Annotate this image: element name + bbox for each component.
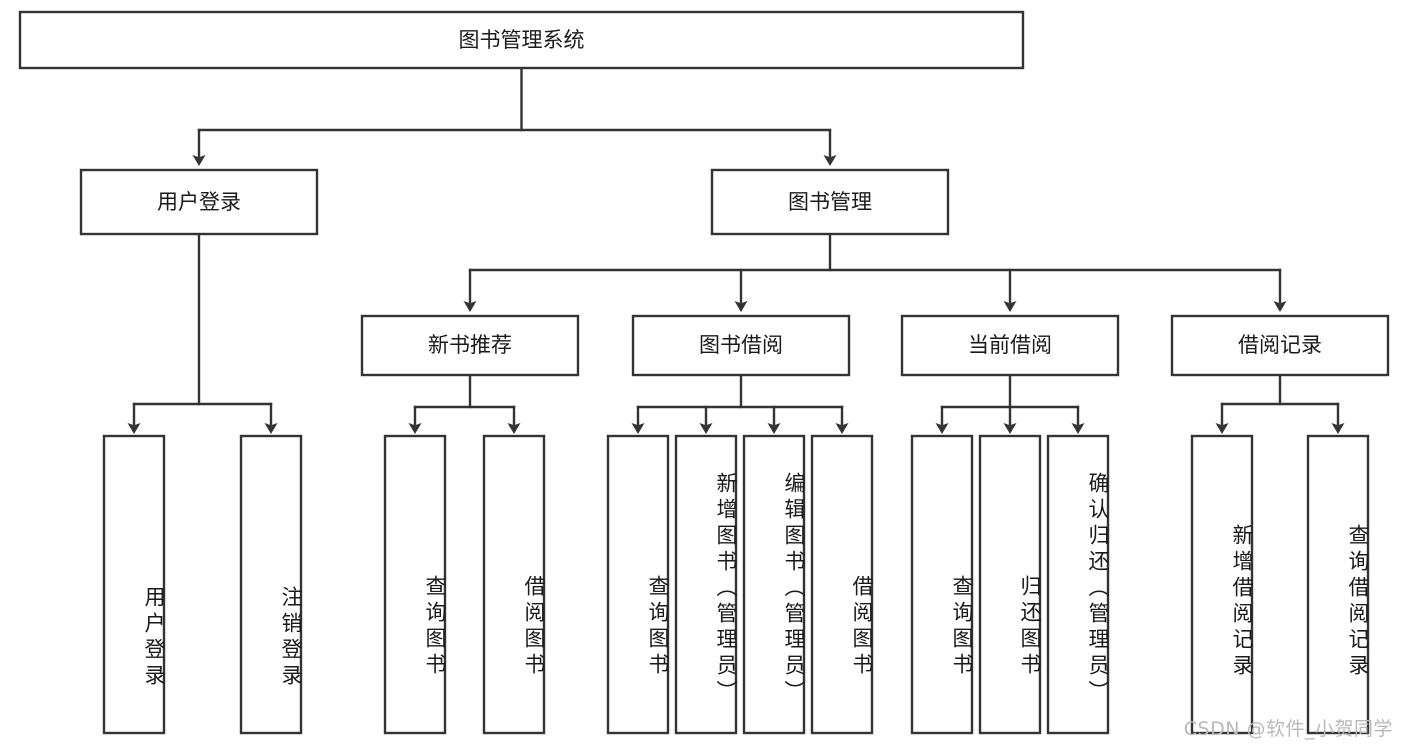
leaf-boxes-current-borrow (910, 434, 1110, 735)
edge-current-borrow-to-leaves (935, 373, 1085, 434)
edge-new-book-to-leaves (408, 373, 521, 434)
leaf-boxes-user-login (102, 434, 303, 735)
leaf-boxes-new-book-recommend (383, 434, 546, 735)
edge-user-login-to-leaves (127, 232, 278, 434)
leaf-box-current-borrow-0[interactable] (910, 434, 974, 735)
node-book-management-label: 图书管理 (788, 190, 872, 214)
node-new-book-recommend-label: 新书推荐 (428, 333, 512, 357)
node-current-borrow[interactable]: 当前借阅 (900, 314, 1120, 377)
leaf-boxes-borrow-record (1190, 434, 1370, 735)
leaf-boxes-book-borrow (606, 434, 874, 735)
leaf-box-borrow-record-0[interactable] (1190, 434, 1254, 735)
edge-root-to-level2 (192, 66, 837, 166)
watermark-text: CSDN @软件_小贺同学 (1183, 718, 1393, 740)
edge-book-mgmt-to-level3 (463, 232, 1287, 312)
leaf-box-new-book-1[interactable] (482, 434, 546, 735)
leaf-box-current-borrow-2[interactable] (1046, 434, 1110, 735)
node-borrow-record[interactable]: 借阅记录 (1170, 314, 1390, 377)
leaf-box-book-borrow-2[interactable] (742, 434, 806, 735)
node-book-borrow-label: 图书借阅 (699, 333, 783, 357)
leaf-box-new-book-0[interactable] (383, 434, 447, 735)
leaf-box-borrow-record-1[interactable] (1306, 434, 1370, 735)
leaf-box-user-login-0[interactable] (102, 434, 166, 735)
leaf-box-current-borrow-1[interactable] (978, 434, 1042, 735)
node-root[interactable]: 图书管理系统 (18, 10, 1025, 70)
leaf-box-book-borrow-1[interactable] (674, 434, 738, 735)
leaf-box-book-borrow-0[interactable] (606, 434, 670, 735)
edge-borrow-record-to-leaves (1215, 373, 1345, 434)
node-new-book-recommend[interactable]: 新书推荐 (360, 314, 580, 377)
node-book-management[interactable]: 图书管理 (710, 168, 950, 236)
node-borrow-record-label: 借阅记录 (1238, 333, 1322, 357)
node-user-login[interactable]: 用户登录 (79, 168, 319, 236)
node-user-login-label: 用户登录 (157, 190, 241, 214)
leaf-box-user-login-1[interactable] (239, 434, 303, 735)
leaf-box-book-borrow-3[interactable] (810, 434, 874, 735)
node-root-label: 图书管理系统 (459, 28, 585, 52)
node-book-borrow[interactable]: 图书借阅 (631, 314, 851, 377)
edge-book-borrow-to-leaves (631, 373, 849, 434)
node-current-borrow-label: 当前借阅 (968, 333, 1052, 357)
